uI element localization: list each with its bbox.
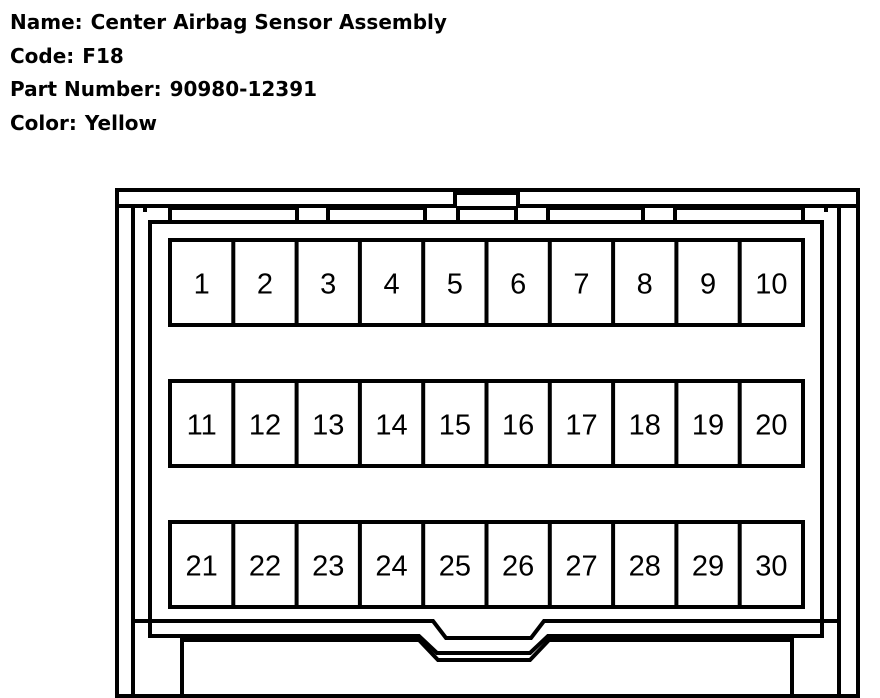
color-value: Yellow (84, 110, 158, 135)
pin-9-label: 9 (700, 269, 716, 301)
pin-15-label: 15 (439, 410, 471, 442)
pin-18-label: 18 (629, 410, 661, 442)
right-corner-tab (824, 204, 858, 212)
pin-11-label: 11 (187, 410, 217, 442)
pin-4-label: 4 (383, 269, 399, 301)
color-label: Color: (10, 110, 77, 135)
pin-2-label: 2 (257, 269, 273, 301)
code-value: F18 (82, 43, 124, 68)
pin-28-label: 28 (629, 551, 661, 583)
pin-row-3: 21 22 23 24 25 26 27 28 29 30 (168, 520, 805, 609)
rib-4 (546, 206, 645, 222)
pin-5-label: 5 (447, 269, 463, 301)
pin-16-label: 16 (502, 410, 534, 442)
pin-14-label: 14 (375, 410, 407, 442)
left-corner-tab (117, 204, 147, 212)
inner-cavity (148, 220, 824, 655)
pin-7-label: 7 (573, 269, 589, 301)
pin-13-label: 13 (312, 410, 344, 442)
connector-info: Name: Center Airbag Sensor Assembly Code:… (10, 8, 447, 142)
pin-1-label: 1 (194, 269, 210, 301)
keying-rail (133, 619, 839, 640)
pin-25-label: 25 (439, 551, 471, 583)
pin-12-label: 12 (249, 410, 281, 442)
rib-1 (168, 206, 299, 222)
key-ridge (180, 638, 794, 698)
pin-6-label: 6 (510, 269, 526, 301)
pin-22-label: 22 (249, 551, 281, 583)
pin-21-label: 21 (186, 551, 218, 583)
name-line: Name: Center Airbag Sensor Assembly (10, 8, 447, 42)
pin-row-1: 1 2 3 4 5 6 7 8 9 10 (168, 238, 805, 327)
pin-23-label: 23 (312, 551, 344, 583)
rib-5 (673, 206, 805, 222)
pin-30-label: 30 (755, 551, 787, 583)
rib-3 (456, 206, 518, 222)
pin-17-label: 17 (565, 410, 597, 442)
code-label: Code: (10, 43, 75, 68)
name-value: Center Airbag Sensor Assembly (90, 10, 447, 34)
pin-8-label: 8 (637, 269, 653, 301)
rib-2 (326, 206, 427, 222)
pin-29-label: 29 (692, 551, 724, 583)
color-line: Color: Yellow (10, 109, 447, 143)
code-line: Code: F18 (10, 42, 447, 76)
pin-26-label: 26 (502, 551, 534, 583)
pin-3-label: 3 (320, 269, 336, 301)
pin-24-label: 24 (375, 551, 407, 583)
pin-19-label: 19 (692, 410, 724, 442)
part-number-value: 90980-12391 (169, 77, 318, 101)
pin-27-label: 27 (565, 551, 597, 583)
name-label: Name: (10, 10, 83, 34)
part-number-line: Part Number: 90980-12391 (10, 75, 447, 109)
housing-outline (115, 188, 860, 698)
pin-10-label: 10 (755, 269, 787, 301)
part-number-label: Part Number: (10, 77, 162, 101)
pin-row-2: 11 12 13 14 15 16 17 18 19 20 (168, 379, 805, 468)
pin-20-label: 20 (755, 410, 787, 442)
